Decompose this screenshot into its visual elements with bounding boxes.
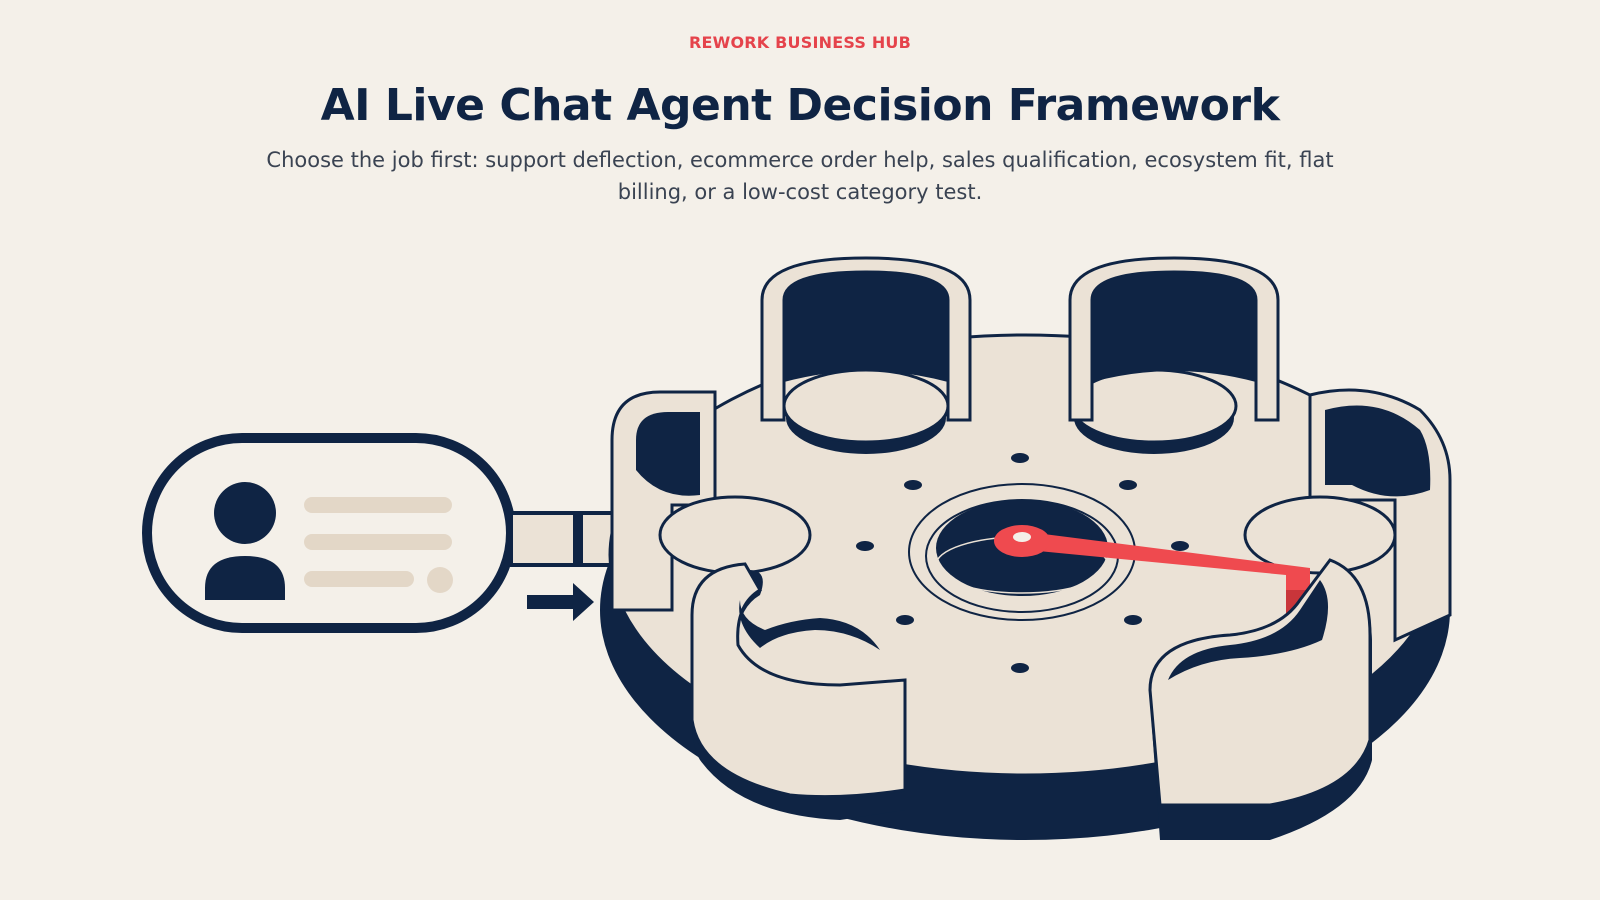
- pod-back-left: [760, 256, 972, 454]
- pod-front-right: [1148, 558, 1372, 840]
- pod-right: [1243, 388, 1452, 643]
- pod-back-right: [1068, 256, 1280, 454]
- arrow-right-icon: [527, 583, 594, 621]
- page-subtitle: Choose the job first: support deflection…: [266, 148, 1334, 204]
- page-title: AI Live Chat Agent Decision Framework: [320, 80, 1280, 131]
- pod-left: [610, 390, 812, 612]
- slot-dots: [856, 453, 1189, 673]
- pod-front-left: [690, 562, 907, 820]
- text-lines-icon: [304, 497, 453, 593]
- brand-eyebrow: REWORK BUSINESS HUB: [688, 33, 912, 52]
- connector-pipe: [509, 511, 623, 567]
- user-avatar-icon: [205, 482, 285, 600]
- user-card-icon: [142, 433, 516, 633]
